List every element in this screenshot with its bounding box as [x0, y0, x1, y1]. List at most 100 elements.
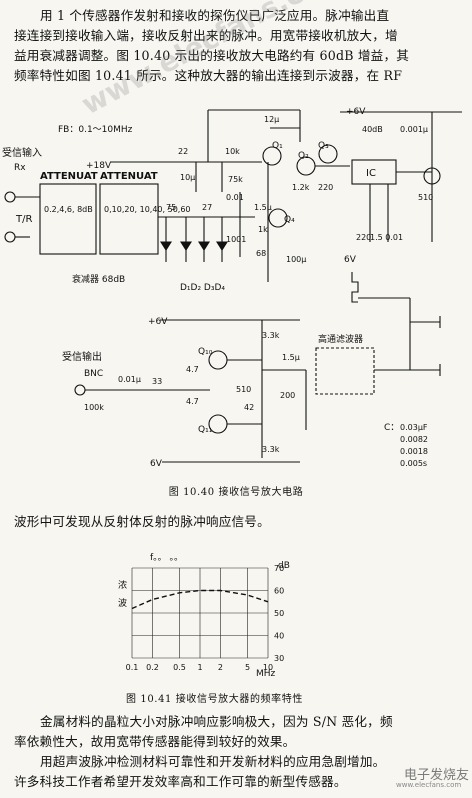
plus6v-b-label: +6V	[148, 317, 168, 327]
recv-input-label: 受信输入	[2, 146, 42, 159]
diode-d1-icon	[180, 241, 192, 252]
text-line: 许多科技工作者希望开发效率高和工作可靠的新型传感器。	[14, 774, 347, 789]
text-line: 金属材料的晶粒大小对脉冲响应影响极大，因为 S/N 恶化，频	[40, 714, 393, 729]
r12u-label: 12μ	[264, 115, 279, 124]
c100u-label: 100μ	[286, 255, 306, 264]
tr-label: T/R	[15, 214, 32, 225]
r0001u-label: 0.001μ	[400, 125, 428, 134]
y-unit-label: dB	[278, 561, 290, 571]
text-line: 接连接到接收输入端，接收反射出来的脉冲。用宽带接收机放大，增	[14, 28, 398, 43]
high-pass-filter-block	[315, 347, 375, 395]
text-line: 频率特性如图 10.41 所示。这种放大器的输出连接到示波器，在 RF	[14, 68, 403, 83]
receive-amplifier-schematic: FB：0.1～10MHz +18V 受信输入 Rx T/R ATTENUAT A…	[2, 107, 462, 469]
r200-label: 200	[280, 391, 295, 400]
recv-output-label: 受信输出	[62, 350, 102, 363]
transistor-q11-icon	[208, 414, 228, 434]
r33k-a-label: 3.3k	[262, 331, 280, 340]
r22-label: 22	[178, 147, 188, 156]
closing-paragraph: 金属材料的晶粒大小对脉冲响应影响极大，因为 S/N 恶化，频 率依赖性大，故用宽…	[14, 712, 460, 792]
r220b-label: 220	[356, 233, 371, 242]
text-line: 益用衰减器调整。图 10.40 示出的接收放大电路约有 60dB 增益，其	[14, 48, 410, 63]
coupling-coil	[351, 272, 359, 303]
cap-c-label: C：	[384, 423, 399, 433]
x-tick-label: 0.5	[173, 663, 186, 672]
text-line: 用 1 个传感器作发射和接收的探伤仪已广泛应用。脉冲输出直	[40, 8, 390, 23]
y-tick-label: 60	[274, 587, 284, 596]
transistor-q-out-icon	[423, 167, 441, 185]
transistor-q10-icon	[208, 350, 228, 370]
r01-label: 0.01	[226, 193, 244, 202]
att-values-2: 0,10,20, 10,40, 50,60	[104, 205, 191, 214]
bnc-label: BNC	[84, 369, 103, 379]
x-tick-label: 0.2	[146, 663, 159, 672]
attenuat-2-label: ATTENUAT	[100, 171, 158, 182]
q11-label: Q₁₁	[198, 425, 213, 435]
c15-001-label: 1.5 0.01	[370, 233, 403, 242]
y-tick-label: 70	[274, 564, 284, 573]
x-tick-label: 2	[218, 663, 223, 672]
att-title: 衰减器 68dB	[72, 273, 125, 285]
r220-label: 220	[318, 183, 333, 192]
rx-label: Rx	[14, 163, 26, 173]
continuation-paragraph: 波形中可发现从反射体反射的脉冲响应信号。	[14, 512, 460, 532]
figure-caption-10-41: 图 10.41 接收信号放大器的频率特性	[126, 694, 303, 705]
cap-value: 0.005s	[400, 459, 427, 468]
diode-d4-icon	[216, 241, 228, 252]
chart-grid	[131, 567, 269, 659]
r42-label: 42	[244, 403, 254, 412]
c15u-b-label: 1.5μ	[282, 353, 300, 362]
cap-value: 0.03μF	[400, 423, 428, 432]
r75k-label: 75k	[228, 175, 243, 184]
r47b-label: 4.7	[186, 397, 199, 406]
c10u-label: 10μ	[180, 173, 195, 182]
diodes-label: D₁D₂ D₃D₄	[180, 283, 225, 293]
fb-label: FB：0.1～10MHz	[58, 125, 133, 135]
minus6v-b-label: 6V	[150, 459, 163, 469]
cap-value: 0.0082	[400, 435, 428, 444]
q1-label: Q₁	[272, 141, 283, 151]
x-tick-label: 10	[263, 663, 273, 672]
intro-paragraph: 用 1 个传感器作发射和接收的探伤仪已广泛应用。脉冲输出直 接连接到接收输入端，…	[14, 6, 460, 86]
r68-label: 68	[256, 249, 266, 258]
input-connector	[4, 191, 16, 203]
c15u-label: 1.5μ	[254, 203, 272, 212]
cap-value: 0.0018	[400, 447, 428, 456]
ic-label: IC	[366, 168, 376, 179]
x-tick-label: 5	[245, 663, 250, 672]
q4-label: Q₄	[284, 215, 295, 225]
y-tick-label: 30	[274, 654, 284, 663]
y-tick-label: 50	[274, 609, 284, 618]
attenuat-1-label: ATTENUAT	[40, 171, 98, 182]
r100k-label: 100k	[84, 403, 104, 412]
hpf-label: 高通滤波器	[318, 333, 363, 345]
r33k-b-label: 3.3k	[262, 445, 280, 454]
y-axis-label-1: 浓	[118, 580, 127, 591]
x-unit-label: MHz	[256, 669, 276, 679]
x-tick-label: 0.1	[126, 663, 139, 672]
site-logo: 电子发烧友	[404, 768, 470, 783]
diode-d2-icon	[198, 241, 210, 252]
transistor-q3-icon	[318, 144, 338, 164]
figure-caption-10-40: 图 10.40 接收信号放大电路	[168, 487, 304, 498]
q10-label: Q₁₀	[198, 347, 213, 357]
r10k-label: 10k	[225, 147, 240, 156]
r510b-label: 510	[236, 385, 251, 394]
y-axis-label-2: 波	[118, 597, 127, 609]
y-tick-label: 40	[274, 632, 284, 641]
r47a-label: 4.7	[186, 365, 199, 374]
text-line: 率依赖性大，故用宽带传感器能得到较好的效果。	[14, 734, 296, 749]
r33-label: 33	[152, 377, 162, 386]
r12k-label: 1.2k	[292, 183, 310, 192]
r75-label: 75	[166, 203, 176, 212]
r27-label: 27	[202, 203, 212, 212]
q2-label: Q₂	[298, 151, 309, 161]
plus18v-label: +18V	[86, 161, 112, 171]
transistor-q1-icon	[262, 146, 282, 166]
attenuator-box-1	[39, 183, 97, 255]
site-logo-url: www.elecfans.com	[396, 781, 462, 789]
text-line: 用超声波脉冲检测材料可靠性和开发新材料的应用急剧增加。	[40, 754, 386, 769]
transistor-q4-icon	[268, 208, 288, 228]
c001u-label: 0.01μ	[118, 375, 141, 384]
